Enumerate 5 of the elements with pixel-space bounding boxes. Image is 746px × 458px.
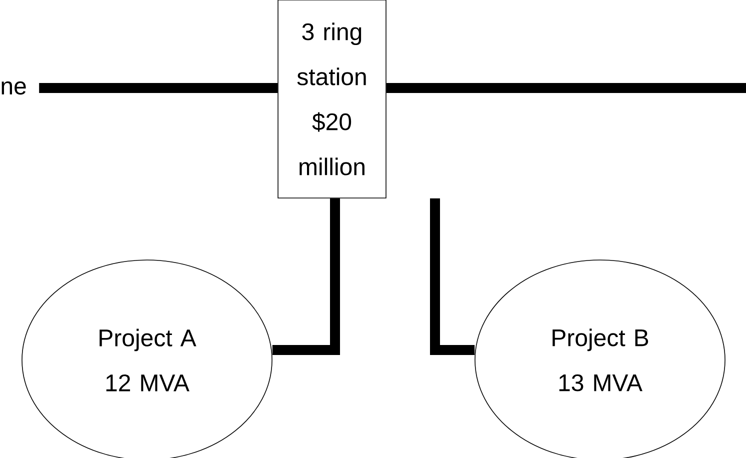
station-box: 3 ring station $20 million	[278, 0, 386, 198]
line-label: ne	[2, 81, 26, 95]
connector-line	[272, 198, 340, 355]
connector-line	[386, 83, 746, 93]
connector-line	[39, 83, 278, 93]
